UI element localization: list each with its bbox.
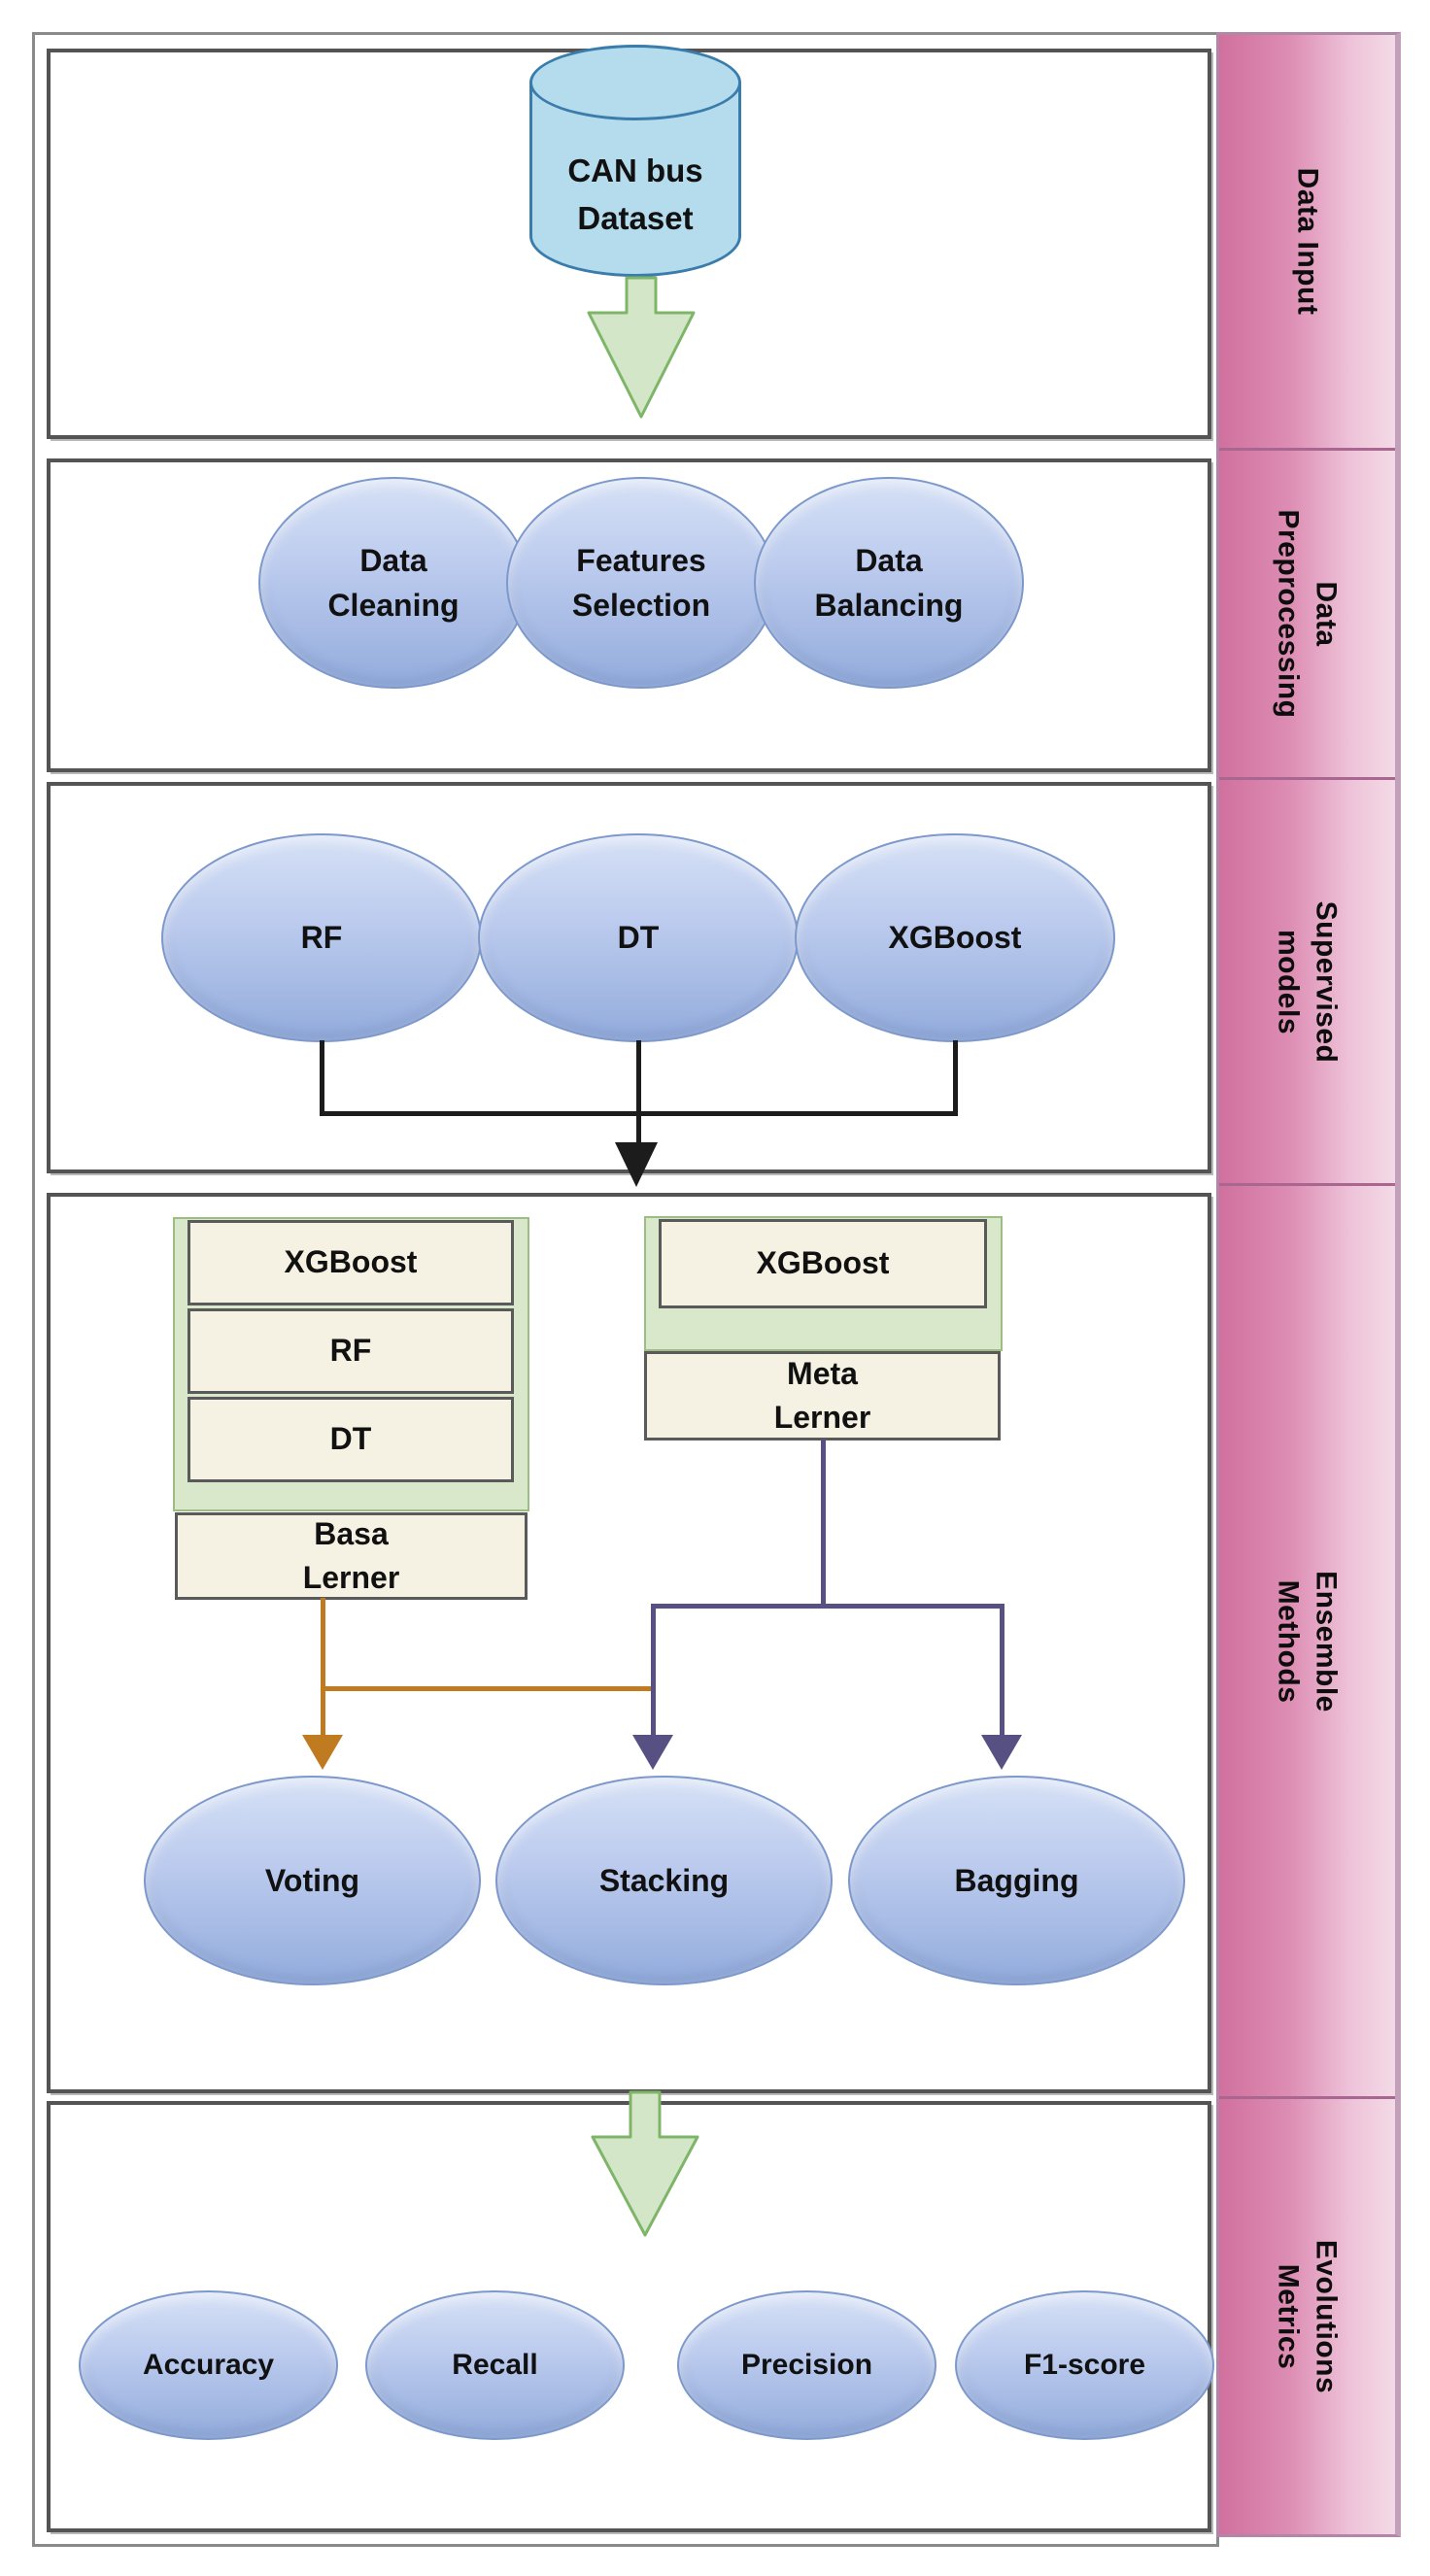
black-arrowhead-icon (615, 1142, 658, 1187)
stage-sidebar: Data Input Data Preprocessing Supervised… (1216, 32, 1401, 2537)
box-label: DT (329, 1421, 372, 1457)
ellipse-label: Bagging (954, 1862, 1079, 1898)
ellipse-accuracy: Accuracy (79, 2290, 338, 2440)
down-arrow-icon (591, 2090, 699, 2237)
ellipse-bagging: Bagging (848, 1776, 1185, 1985)
ellipse-label: Data Balancing (814, 542, 964, 623)
base-stack-rf-box: RF (187, 1308, 514, 1394)
sidebar-cell-data-input: Data Input (1219, 35, 1395, 451)
meta-lerner-box: Meta Lerner (644, 1351, 1001, 1441)
ellipse-f1-score: F1-score (955, 2290, 1214, 2440)
box-label: Meta Lerner (773, 1355, 871, 1435)
ellipse-voting: Voting (144, 1776, 481, 1985)
ellipse-dt: DT (478, 833, 799, 1042)
ellipse-label: XGBoost (888, 920, 1022, 956)
ellipse-precision: Precision (677, 2290, 936, 2440)
basa-lerner-box: Basa Lerner (175, 1512, 528, 1600)
connector-stacking-down (651, 1604, 656, 1739)
connector-orange-horizontal (321, 1686, 656, 1691)
ellipse-label: Accuracy (142, 2349, 275, 2382)
sidebar-label: Supervised models (1272, 900, 1343, 1063)
ellipse-label: Stacking (598, 1862, 730, 1898)
ellipse-label: F1-score (1023, 2349, 1146, 2382)
sidebar-label: Evolutions Metrics (1272, 2239, 1343, 2394)
ellipse-recall: Recall (365, 2290, 625, 2440)
ellipse-rf: RF (161, 833, 482, 1042)
orange-arrowhead-icon (302, 1735, 343, 1770)
ellipse-label: Features Selection (571, 542, 711, 623)
connector-meta-down (821, 1440, 826, 1609)
base-stack-dt-box: DT (187, 1397, 514, 1482)
sidebar-label: Data Preprocessing (1272, 509, 1343, 719)
sidebar-label: Data Input (1290, 167, 1323, 316)
ellipse-features-selection: Features Selection (506, 477, 776, 689)
sidebar-cell-supervised-models: Supervised models (1219, 780, 1395, 1186)
ellipse-label: RF (300, 920, 343, 956)
connector-basa-down (321, 1598, 325, 1739)
box-label: XGBoost (756, 1245, 890, 1281)
box-label: Basa Lerner (302, 1515, 400, 1595)
purple-arrowhead-icon (981, 1735, 1022, 1770)
ellipse-xgboost: XGBoost (795, 833, 1115, 1042)
ellipse-label: Data Cleaning (327, 542, 460, 623)
connector-purple-horizontal (651, 1604, 1004, 1609)
sidebar-cell-data-preprocessing: Data Preprocessing (1219, 451, 1395, 780)
ellipse-data-balancing: Data Balancing (754, 477, 1024, 689)
connector-rf-down (320, 1040, 324, 1116)
ellipse-stacking: Stacking (495, 1776, 833, 1985)
down-arrow-icon (587, 276, 696, 419)
ellipse-label: Recall (452, 2349, 538, 2382)
connector-bagging-down (1000, 1604, 1004, 1739)
ellipse-label: DT (617, 920, 660, 956)
connector-xgboost-down (953, 1040, 958, 1116)
ellipse-data-cleaning: Data Cleaning (258, 477, 528, 689)
cylinder-label: CAN bus Dataset (567, 152, 703, 237)
box-label: XGBoost (284, 1244, 418, 1280)
purple-arrowhead-icon (632, 1735, 673, 1770)
meta-stack-xgboost-box: XGBoost (659, 1219, 987, 1308)
sidebar-cell-evolutions-metrics: Evolutions Metrics (1219, 2099, 1395, 2534)
sidebar-label: Ensemble Methods (1272, 1570, 1343, 1712)
ellipse-label: Voting (264, 1862, 360, 1898)
connector-dt-down (636, 1040, 641, 1144)
box-label: RF (329, 1333, 372, 1369)
canbus-dataset-cylinder: CAN bus Dataset (529, 45, 741, 278)
base-stack-xgboost-box: XGBoost (187, 1220, 514, 1305)
cylinder-top (529, 45, 741, 120)
sidebar-cell-ensemble-methods: Ensemble Methods (1219, 1186, 1395, 2099)
ellipse-label: Precision (740, 2349, 873, 2382)
